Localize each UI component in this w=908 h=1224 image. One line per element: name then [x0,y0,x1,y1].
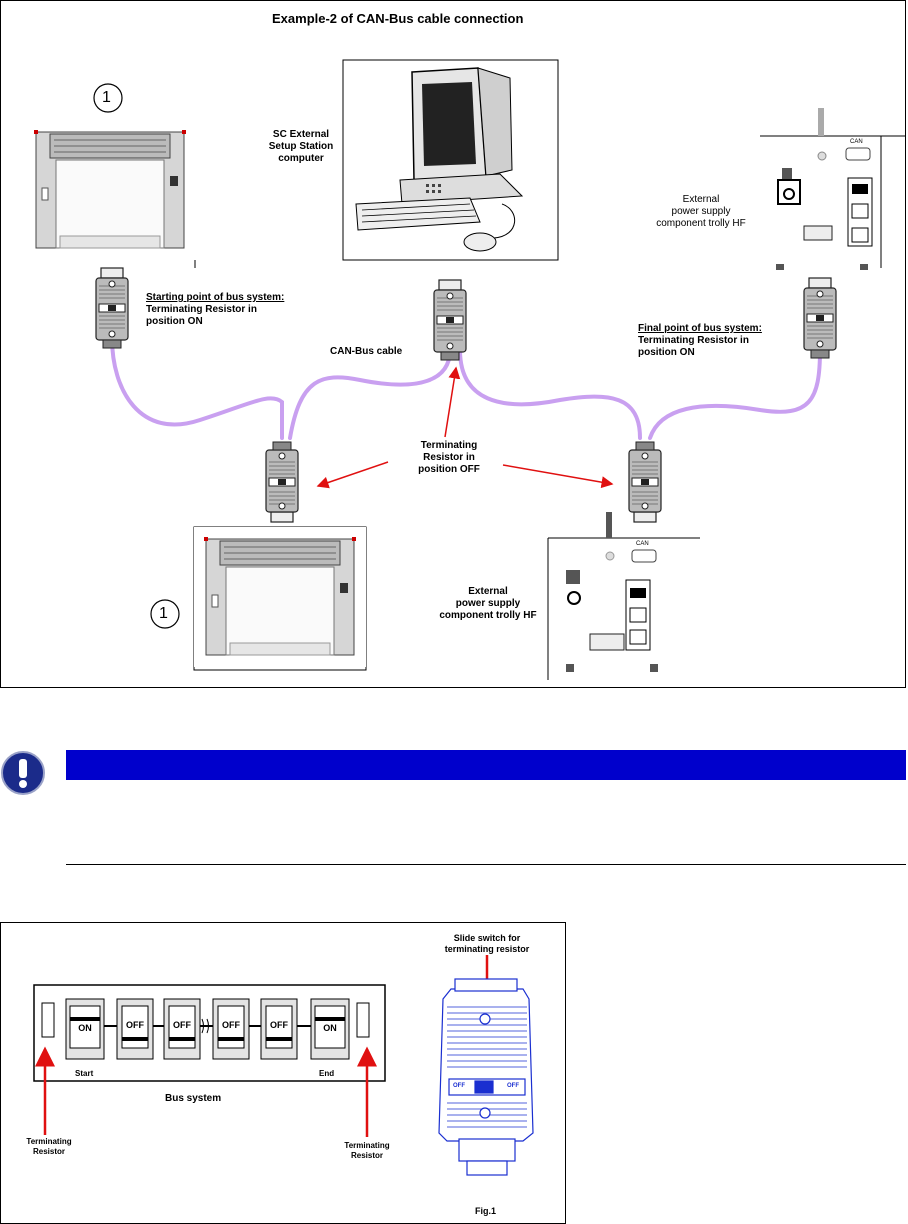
psu-panel-top [760,108,906,270]
connector-computer [433,279,467,361]
figure-caption: Fig.1 [475,1206,497,1216]
can-bus-cable-lines [110,336,822,440]
notice-bar [66,750,906,780]
callout-number-bottom: 1 [159,605,168,622]
diagram-title: Example-2 of CAN-Bus cable connection [272,11,524,26]
exclamation-info-icon [1,751,45,795]
psu-bottom-label: External power supply component trolly H… [439,586,537,621]
terminating-off-arrows [316,366,614,489]
machine-top-left [23,119,197,268]
terminating-resistor-right-label: Terminating Resistor [344,1141,390,1160]
callout-circle-bottom [150,599,180,629]
slide-switch-label: Slide switch for terminating resistor [444,933,530,954]
switch-label-1: ON [78,1023,92,1033]
can-bus-diagram-graphics [23,59,906,680]
terminating-resistor-left-label: Terminating Resistor [26,1137,72,1156]
computer-label: SC External Setup Station computer [268,129,334,164]
terminating-resistor-left [41,1002,55,1038]
connector-off-right: OFF [507,1083,519,1089]
switch-label-6: ON [323,1023,337,1033]
switch-label-3: OFF [173,1020,191,1030]
connector-start [95,267,129,349]
blue-connector-illustration [438,978,534,1176]
switch-label-2: OFF [126,1020,144,1030]
psu-top-label: External power supply component trolly H… [656,194,746,229]
bus-break-marks [201,1018,209,1034]
callout-number-top: 1 [102,89,111,106]
psu-panel-bottom [547,512,700,680]
connector-off-left: OFF [453,1083,465,1089]
connector-final [803,277,837,359]
switch-sliders [70,1017,345,1041]
start-label: Starting point of bus system: Terminatin… [146,292,285,327]
bus-system-text: Bus system [165,1093,222,1104]
computer-illustration [342,59,559,261]
final-label: Final point of bus system: Terminating R… [638,323,762,358]
bus-system-graphics [33,955,534,1176]
connector-psu-bottom [628,441,662,523]
notice-divider [66,864,906,865]
switch-label-5: OFF [270,1020,288,1030]
psu-panel-can-top: CAN [850,139,863,145]
psu-panel-can-bottom: CAN [636,541,649,547]
terminating-resistor-right [356,1002,370,1038]
diagram-can-bus-example [0,0,906,688]
diagram-bus-system: Slide switch for terminating resistor ON… [0,922,566,1224]
connector-machine-bottom [265,441,299,523]
switch-label-4: OFF [222,1020,240,1030]
terminating-off-label: Terminating Resistor in position OFF [418,440,480,475]
machine-bottom [193,526,367,671]
end-text: End [319,1069,335,1078]
can-bus-cable-label: CAN-Bus cable [330,346,403,357]
callout-circle-top [93,83,123,113]
start-text: Start [75,1069,94,1078]
